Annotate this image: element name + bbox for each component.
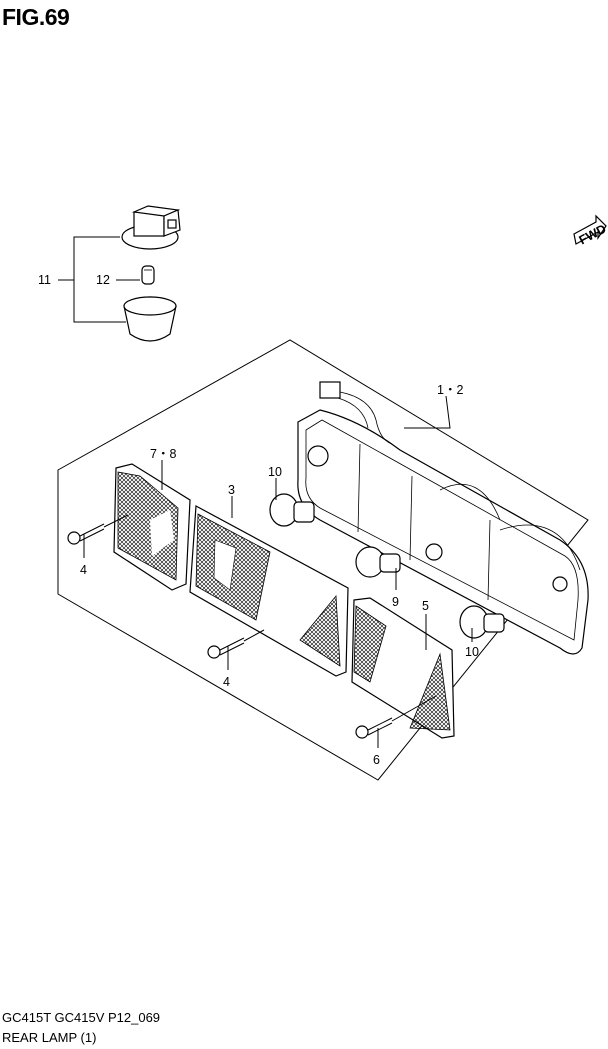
callout-7-8: 7・8 [150,447,176,461]
figure-title: FIG.69 [2,4,70,30]
callout-10-upper: 10 [268,465,282,479]
lens-center [189,505,349,677]
callout-4-left: 4 [80,563,87,577]
callout-1-2: 1・2 [437,383,463,397]
screw-4a [67,523,105,545]
bulb-10b [459,605,505,639]
footer-model-code: GC415T GC415V P12_069 [2,1010,161,1025]
callout-12: 12 [96,273,110,287]
bulb-9 [355,546,401,578]
screw-6 [355,717,393,739]
callout-5: 5 [422,599,429,613]
socket-assembly-group [58,205,181,342]
footer-title: REAR LAMP (1) [2,1030,97,1045]
callout-10-lower: 10 [465,645,479,659]
screw-4b [207,637,245,659]
callout-3: 3 [228,483,235,497]
callout-6: 6 [373,753,380,767]
lens-right [351,597,455,739]
callout-9: 9 [392,595,399,609]
leader-lines [83,395,473,748]
connector-block [121,205,181,250]
assembly-box [57,339,589,781]
callout-4-center: 4 [223,675,230,689]
callout-11: 11 [38,273,51,287]
fwd-arrow-icon: FWD [573,214,608,247]
bulb-small [141,265,155,285]
bulb-10a [269,493,315,527]
reflector-left [113,463,191,591]
socket-cup [123,296,177,342]
